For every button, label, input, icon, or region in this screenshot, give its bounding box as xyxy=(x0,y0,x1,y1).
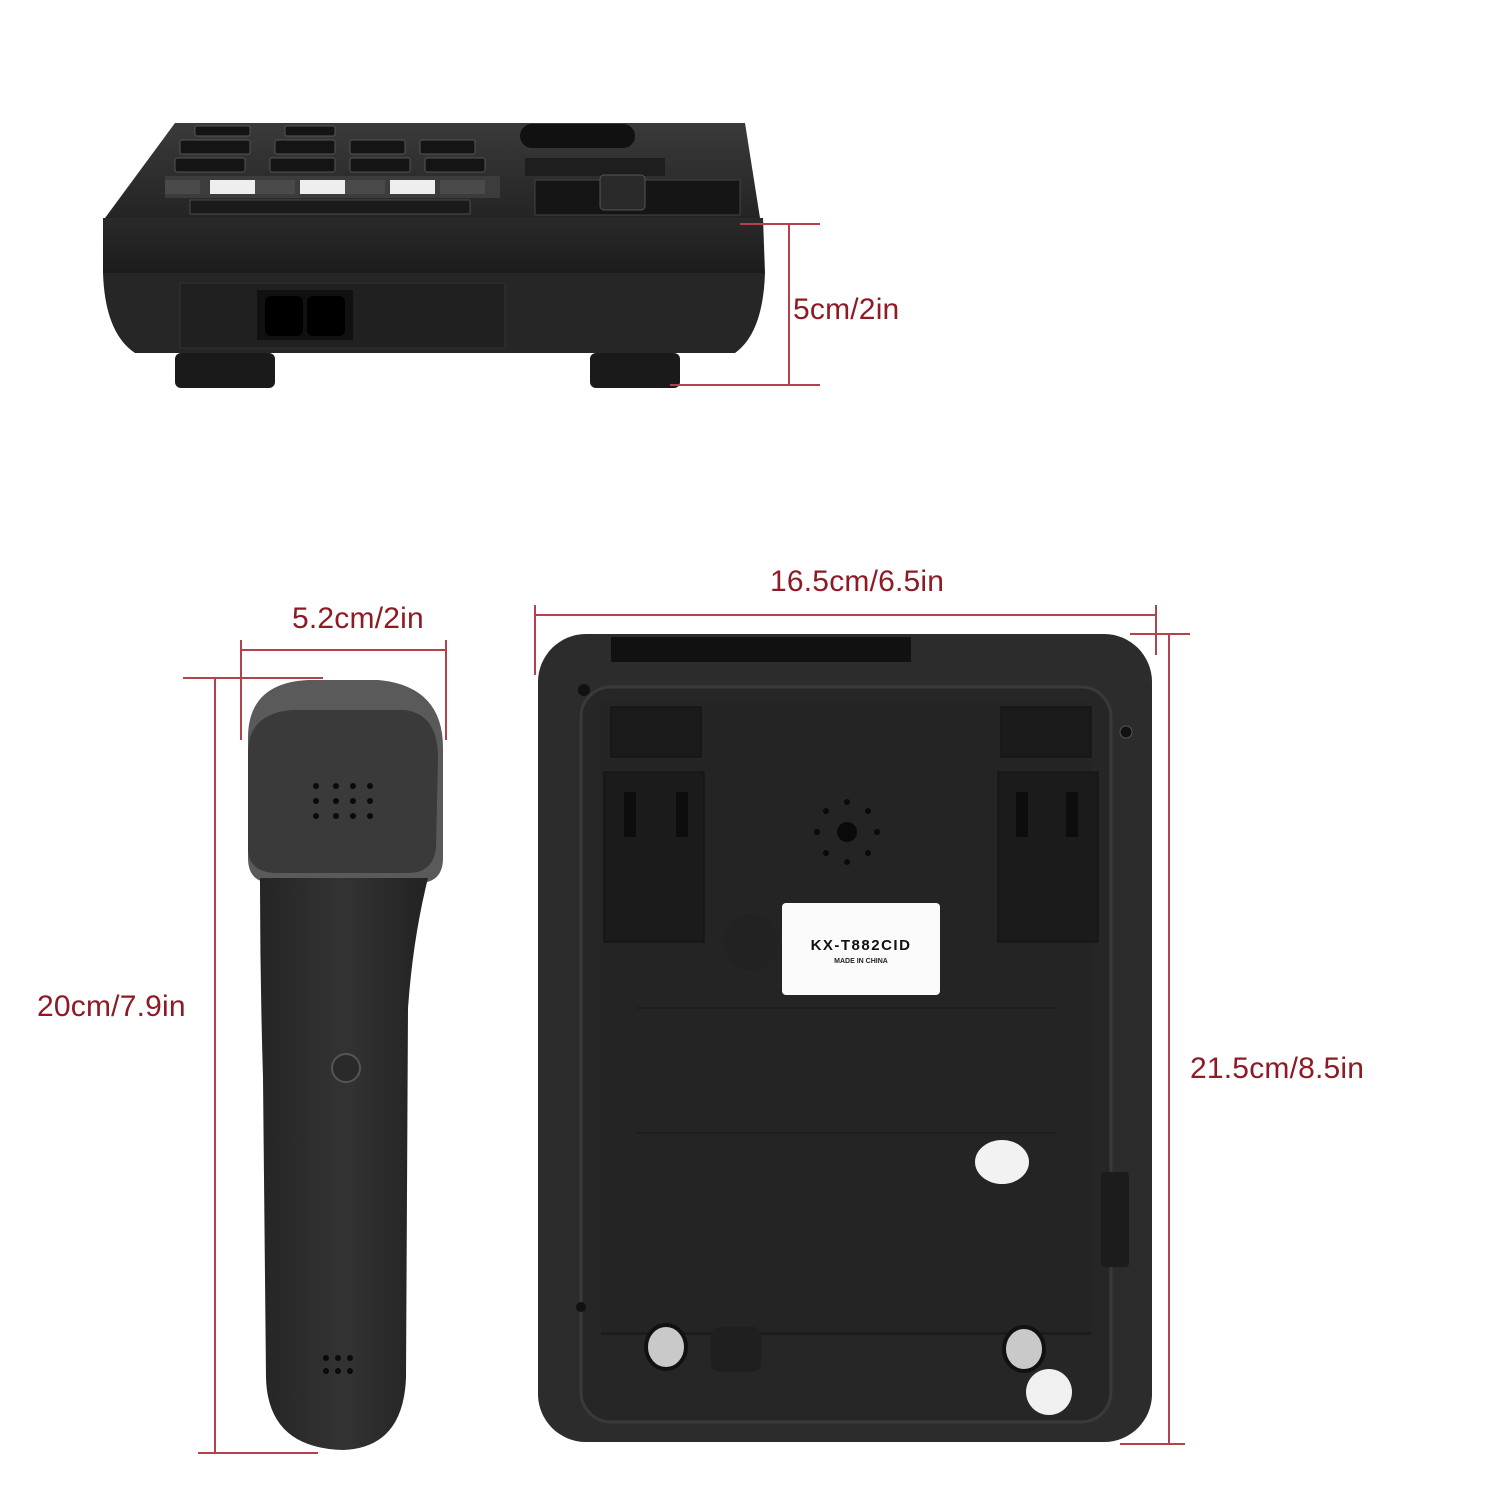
dimension-line-base-height xyxy=(788,225,790,385)
label-base-depth: 21.5cm/8.5in xyxy=(1190,1052,1365,1085)
dimension-line-handset-length xyxy=(214,678,216,1453)
base-bottom-view xyxy=(536,632,1156,1444)
dimension-tick xyxy=(670,384,820,386)
dimension-tick xyxy=(198,1452,318,1454)
model-number: KX-T882CID xyxy=(810,937,912,954)
dimension-line-base-depth xyxy=(1168,634,1170,1444)
dimension-tick xyxy=(240,640,242,740)
dimension-tick xyxy=(1130,633,1190,635)
phone-jack-icon xyxy=(265,296,345,336)
label-base-height: 5cm/2in xyxy=(793,293,900,326)
mouthpiece-holes-icon xyxy=(323,1355,353,1374)
base-side-illustration xyxy=(103,123,765,388)
earpiece-holes-icon xyxy=(313,783,373,819)
handset-illustration xyxy=(248,680,443,1450)
dimension-line-handset-width xyxy=(242,649,447,651)
dimension-tick xyxy=(1155,605,1157,655)
qc-sticker-icon xyxy=(975,1140,1029,1184)
product-label-sticker: KX-T882CID MADE IN CHINA xyxy=(782,903,940,995)
dimension-line-base-width xyxy=(536,614,1156,616)
dimension-tick xyxy=(534,605,536,675)
label-handset-length: 20cm/7.9in xyxy=(37,990,186,1023)
dimension-tick xyxy=(740,223,820,225)
dimension-tick xyxy=(183,677,323,679)
label-handset-width: 5.2cm/2in xyxy=(292,602,424,635)
dimension-tick xyxy=(445,640,447,740)
base-bottom-illustration xyxy=(538,634,1152,1442)
handset-view xyxy=(238,678,448,1458)
base-side-view xyxy=(95,118,775,393)
label-base-width: 16.5cm/6.5in xyxy=(770,565,945,598)
origin-text: MADE IN CHINA xyxy=(834,958,888,965)
speaker-grille-icon xyxy=(814,799,880,865)
dimension-tick xyxy=(1120,1443,1185,1445)
qc-sticker-icon xyxy=(1026,1369,1072,1415)
